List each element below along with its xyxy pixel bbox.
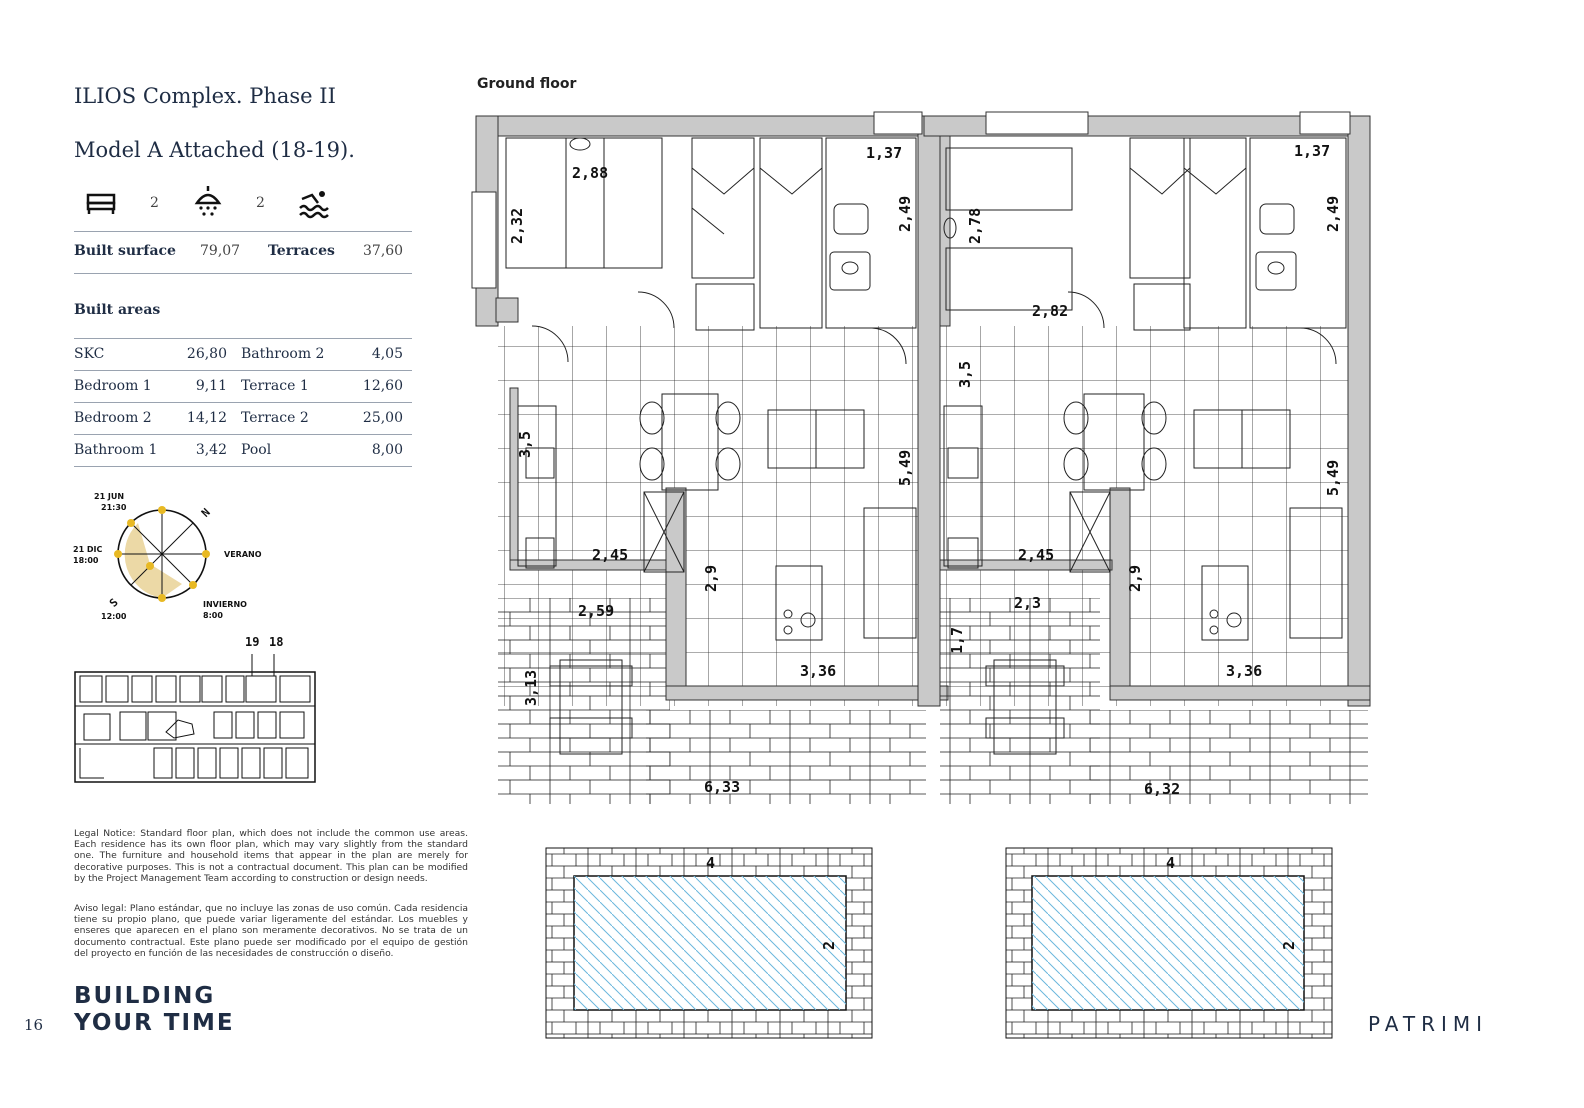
terraces-value: 37,60 [363,243,404,259]
dim-label: 5,49 [1324,460,1342,496]
site-unit-18: 18 [269,635,283,649]
area-label: Bathroom 2 [241,346,325,362]
legal-notice-en: Legal Notice: Standard floor plan, which… [74,828,468,884]
dim-label: 2,49 [896,196,914,232]
unit-18 [923,111,1371,804]
unit-19 [471,111,949,804]
model-title: Model A Attached (18-19). [74,138,355,162]
sun-label-dic: 21 DIC [73,545,103,554]
pool-icon [299,191,329,219]
sun-path-area [124,523,182,598]
page-number: 16 [24,1016,44,1034]
area-value: 9,11 [195,378,227,394]
pool-plan-left: 4 2 [545,847,873,1039]
dim-label: 2,9 [702,565,720,592]
sun-label-jun: 21 JUN [94,492,124,501]
dim-label: 2,59 [578,602,614,620]
dim-label: 3,36 [800,662,836,680]
area-row: Bathroom 1 3,42 Pool 8,00 [74,434,414,466]
dim-label: 2,3 [1014,594,1041,612]
dimensions-left: 1,37 2,88 2,32 2,49 3,5 5,49 2,45 2,9 2,… [508,144,914,796]
area-label: Bathroom 1 [74,442,158,458]
divider [74,273,412,274]
dim-label: 2,45 [592,546,628,564]
sun-label-jun-time: 21:30 [101,503,127,512]
site-plan: 19 18 [74,635,316,783]
sun-label-invierno-time: 8:00 [203,611,223,620]
sun-label-dic-time: 18:00 [73,556,99,565]
project-title: ILIOS Complex. Phase II [74,84,336,108]
sun-label-n: N [199,506,213,520]
built-surface-label: Built surface [74,243,176,259]
area-row: Bedroom 2 14,12 Terrace 2 25,00 [74,402,414,434]
dim-label: 2,9 [1126,565,1144,592]
area-value: 26,80 [186,346,227,362]
dim-label: 6,32 [1144,780,1180,798]
dim-label: 3,13 [522,670,540,706]
area-value: 8,00 [371,442,403,458]
feature-icons: 2 2 [74,183,414,225]
sun-label-s-time: 12:00 [101,612,127,621]
area-value: 25,00 [362,410,403,426]
divider [74,338,412,339]
patrimi-logo: PATRIMI [1368,1012,1489,1036]
area-value: 14,12 [186,410,227,426]
dim-label: 6,33 [704,778,740,796]
area-value: 3,42 [195,442,227,458]
area-label: Terrace 2 [241,410,309,426]
slogan-line-1: BUILDING [74,983,216,1009]
dim-label: 1,37 [1294,142,1330,160]
dim-label: 1,37 [866,144,902,162]
divider [74,402,412,403]
pool-dim: 4 [706,854,715,872]
area-row: SKC 26,80 Bathroom 2 4,05 [74,338,414,370]
divider [74,370,412,371]
dim-label: 2,82 [1032,302,1068,320]
sun-orientation-diagram: 21 JUN 21:30 21 DIC 18:00 VERANO INVIERN… [73,492,262,621]
dim-label: 1,7 [948,627,966,654]
dim-label: 2,78 [966,208,984,244]
built-areas-heading: Built areas [74,302,161,318]
divider [74,434,412,435]
site-unit-19: 19 [245,635,259,649]
pool-plan-right: 4 2 [1005,847,1333,1039]
slogan: BUILDING YOUR TIME [74,983,235,1037]
pool-dim: 2 [820,941,838,950]
area-label: Terrace 1 [241,378,309,394]
area-value: 4,05 [371,346,403,362]
divider [74,466,412,467]
dim-label: 3,5 [516,431,534,458]
slogan-line-2: YOUR TIME [74,1010,235,1036]
area-label: Pool [241,442,272,458]
dim-label: 3,5 [956,361,974,388]
legal-notice-es: Aviso legal: Plano estándar, que no incl… [74,903,468,959]
dimensions-right: 1,37 2,78 2,49 2,82 3,5 5,49 2,45 2,9 2,… [948,142,1342,798]
plan-title: Ground floor [477,76,577,92]
terraces-label: Terraces [268,243,335,259]
pool-dim: 2 [1280,941,1298,950]
shower-icon [194,186,222,216]
dim-label: 2,32 [508,208,526,244]
sun-label-s: S [107,596,121,610]
area-label: Bedroom 1 [74,378,152,394]
dim-label: 2,45 [1018,546,1054,564]
dim-label: 3,36 [1226,662,1262,680]
dim-label: 5,49 [896,450,914,486]
pool-dim: 4 [1166,854,1175,872]
dim-label: 2,49 [1324,196,1342,232]
ground-floor-plan: 1,37 2,88 2,32 2,49 3,5 5,49 2,45 2,9 2,… [471,111,1371,804]
area-value: 12,60 [362,378,403,394]
area-label: SKC [74,346,105,362]
divider [74,231,412,232]
sun-label-invierno: INVIERNO [203,600,247,609]
area-label: Bedroom 2 [74,410,152,426]
built-surface-value: 79,07 [200,243,241,259]
dim-label: 2,88 [572,164,608,182]
bed-icon [86,193,116,214]
bed-count: 2 [150,195,159,211]
sun-label-verano: VERANO [224,550,262,559]
area-row: Bedroom 1 9,11 Terrace 1 12,60 [74,370,414,402]
shower-count: 2 [256,195,265,211]
